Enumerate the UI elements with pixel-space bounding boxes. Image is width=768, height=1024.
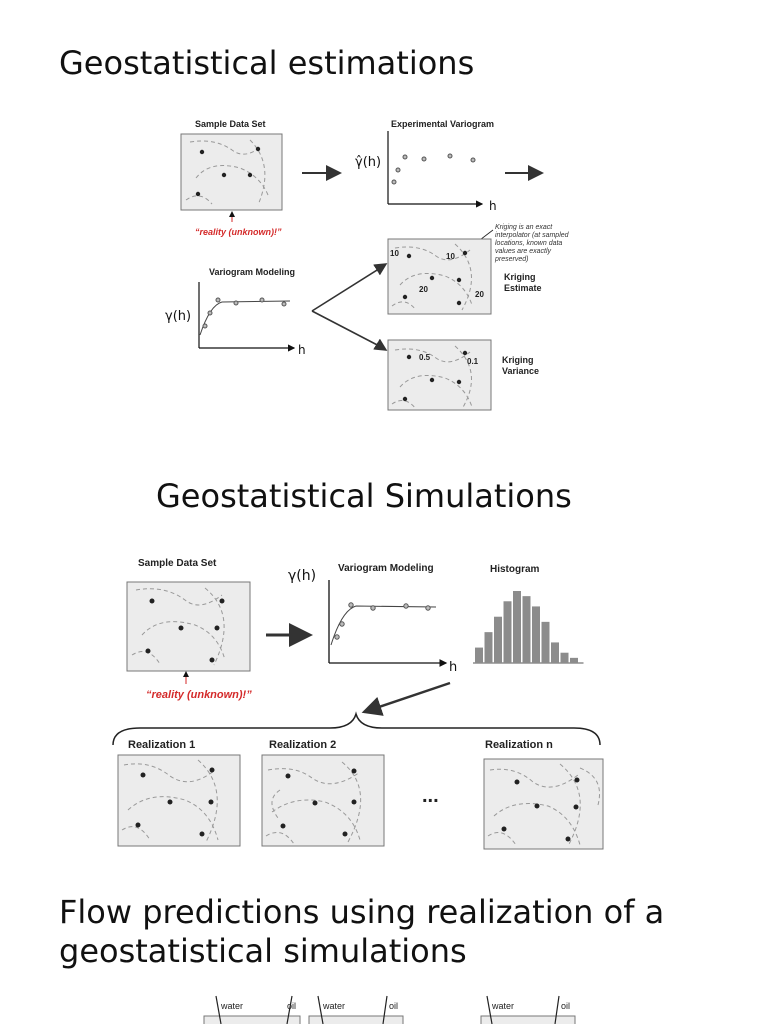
- variogram-model-plot: γ(h) h: [165, 282, 306, 357]
- svg-text:h: h: [489, 199, 497, 213]
- svg-text:oil: oil: [287, 1001, 296, 1011]
- variogram-model-plot: h: [328, 580, 457, 675]
- histogram-bar: [570, 657, 578, 663]
- estimation-figure: Sample Data Set “reality (unknown)!” Exp…: [165, 119, 571, 411]
- kriging-estimate-label: Kriging Estimate: [504, 272, 542, 293]
- flow-panel-2: water oil: [308, 995, 404, 1024]
- heading-geostatistical-estimations: Geostatistical estimations: [59, 44, 475, 82]
- sample-data-set-label: Sample Data Set: [138, 558, 217, 569]
- heading-flow-predictions: Flow predictions using realization of a …: [59, 893, 665, 970]
- sample-data-set-label: Sample Data Set: [195, 119, 266, 129]
- realization-1-map: [117, 754, 241, 847]
- svg-text:water: water: [220, 1001, 243, 1011]
- histogram-bar: [532, 606, 540, 663]
- sample-map: [180, 133, 283, 211]
- histogram-bar: [484, 632, 493, 663]
- svg-text:h: h: [298, 343, 306, 357]
- variogram-modeling-label: Variogram Modeling: [209, 267, 295, 277]
- sample-map: [126, 581, 251, 672]
- experimental-variogram-plot: γ̂(h) h: [355, 131, 497, 213]
- gamma-label: γ(h): [288, 568, 316, 584]
- realization-n-map: [483, 758, 604, 850]
- histogram-bar: [494, 616, 502, 663]
- svg-text:water: water: [491, 1001, 514, 1011]
- kriging-variance-label: Kriging Variance: [502, 355, 539, 376]
- histogram-bar: [551, 642, 559, 663]
- histogram-bar: [560, 652, 569, 663]
- kriging-estimate-map: 10 10 20 20: [387, 238, 492, 315]
- flow-panel-1: water oil: [203, 995, 301, 1024]
- simulation-figure: Sample Data Set “reality (unknown)!” γ(h…: [112, 558, 604, 850]
- histogram-label: Histogram: [490, 564, 540, 575]
- flow-figure: water oil water oil water oil: [203, 995, 576, 1024]
- realization-2-map: [261, 754, 385, 847]
- reality-unknown-label: “reality (unknown)!”: [146, 689, 252, 701]
- heading-geostatistical-simulations: Geostatistical Simulations: [156, 477, 572, 515]
- histogram-bar: [513, 591, 521, 663]
- svg-text:20: 20: [419, 285, 428, 294]
- svg-text:10: 10: [390, 249, 399, 258]
- histogram-bar: [541, 621, 550, 663]
- experimental-variogram-label: Experimental Variogram: [391, 119, 494, 129]
- svg-text:10: 10: [446, 252, 455, 261]
- svg-text:γ̂(h): γ̂(h): [355, 155, 381, 170]
- realization-1-label: Realization 1: [128, 739, 195, 751]
- histogram-bar: [475, 647, 483, 663]
- svg-text:Kriging is an exact in: Kriging is an exact interpolator (at sam…: [494, 224, 571, 263]
- branch-arrows: [311, 264, 386, 350]
- svg-text:oil: oil: [561, 1001, 570, 1011]
- svg-text:oil: oil: [389, 1001, 398, 1011]
- svg-text:20: 20: [475, 290, 484, 299]
- reality-unknown-label: “reality (unknown)!”: [195, 227, 282, 237]
- arrow-down-left: [361, 681, 451, 716]
- svg-text:0.5: 0.5: [419, 353, 431, 362]
- curly-brace: [112, 711, 601, 746]
- realization-2-label: Realization 2: [269, 739, 336, 751]
- svg-text:γ(h): γ(h): [165, 309, 191, 324]
- svg-text:0.1: 0.1: [467, 357, 479, 366]
- realization-n-label: Realization n: [485, 739, 553, 751]
- ellipsis: ...: [422, 785, 439, 807]
- flow-panel-n: water oil: [480, 995, 576, 1024]
- histogram-chart: [473, 591, 584, 664]
- svg-text:h: h: [449, 660, 457, 675]
- histogram-bar: [522, 596, 531, 663]
- variogram-modeling-label: Variogram Modeling: [338, 563, 434, 574]
- kriging-variance-map: 0.5 0.1: [387, 339, 492, 411]
- histogram-bar: [503, 601, 512, 663]
- svg-text:water: water: [322, 1001, 345, 1011]
